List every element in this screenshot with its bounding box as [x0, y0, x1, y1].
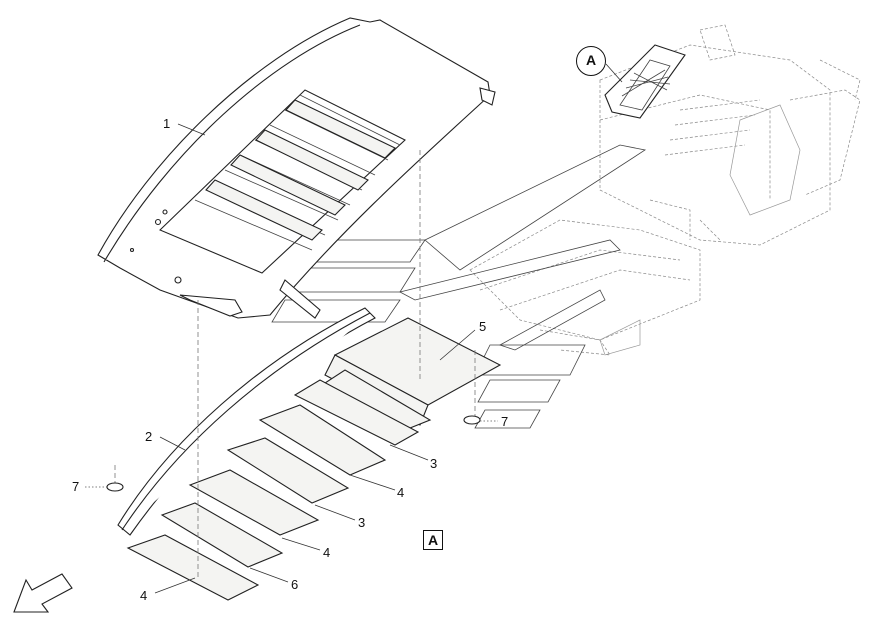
- pad-upper-b: [293, 379, 420, 446]
- stair-pads: [126, 369, 432, 601]
- callout-5: 5: [479, 319, 486, 334]
- view-a-box-label: A: [423, 530, 443, 550]
- washers: [106, 415, 481, 492]
- callout-4a: 4: [397, 485, 404, 500]
- pad-ghost-outlines: [271, 144, 647, 429]
- callout-1: 1: [163, 116, 170, 131]
- pad-3b: [188, 469, 320, 536]
- pad-3a: [258, 404, 387, 476]
- machine-background: [469, 24, 861, 356]
- front-direction-arrow-icon: [13, 573, 73, 613]
- callout-4b: 4: [323, 545, 330, 560]
- part-2-curved-strip: [117, 307, 376, 536]
- callout-3a: 3: [430, 456, 437, 471]
- leader-lines: [85, 123, 498, 594]
- callout-7b: 7: [501, 414, 508, 429]
- callout-6: 6: [291, 577, 298, 592]
- view-a-circle-label: A: [576, 46, 606, 76]
- pad-4a: [226, 437, 350, 504]
- callout-7a: 7: [72, 479, 79, 494]
- callout-numbers: 1 2 3 4 3 4 6 4 5 7 7: [72, 116, 508, 603]
- callout-2: 2: [145, 429, 152, 444]
- callout-4c: 4: [140, 588, 147, 603]
- pad-4b: [160, 502, 284, 568]
- view-a-highlight: [604, 44, 686, 119]
- part-1-roof-hatch: [97, 17, 496, 319]
- pad-6: [126, 534, 260, 601]
- callout-3b: 3: [358, 515, 365, 530]
